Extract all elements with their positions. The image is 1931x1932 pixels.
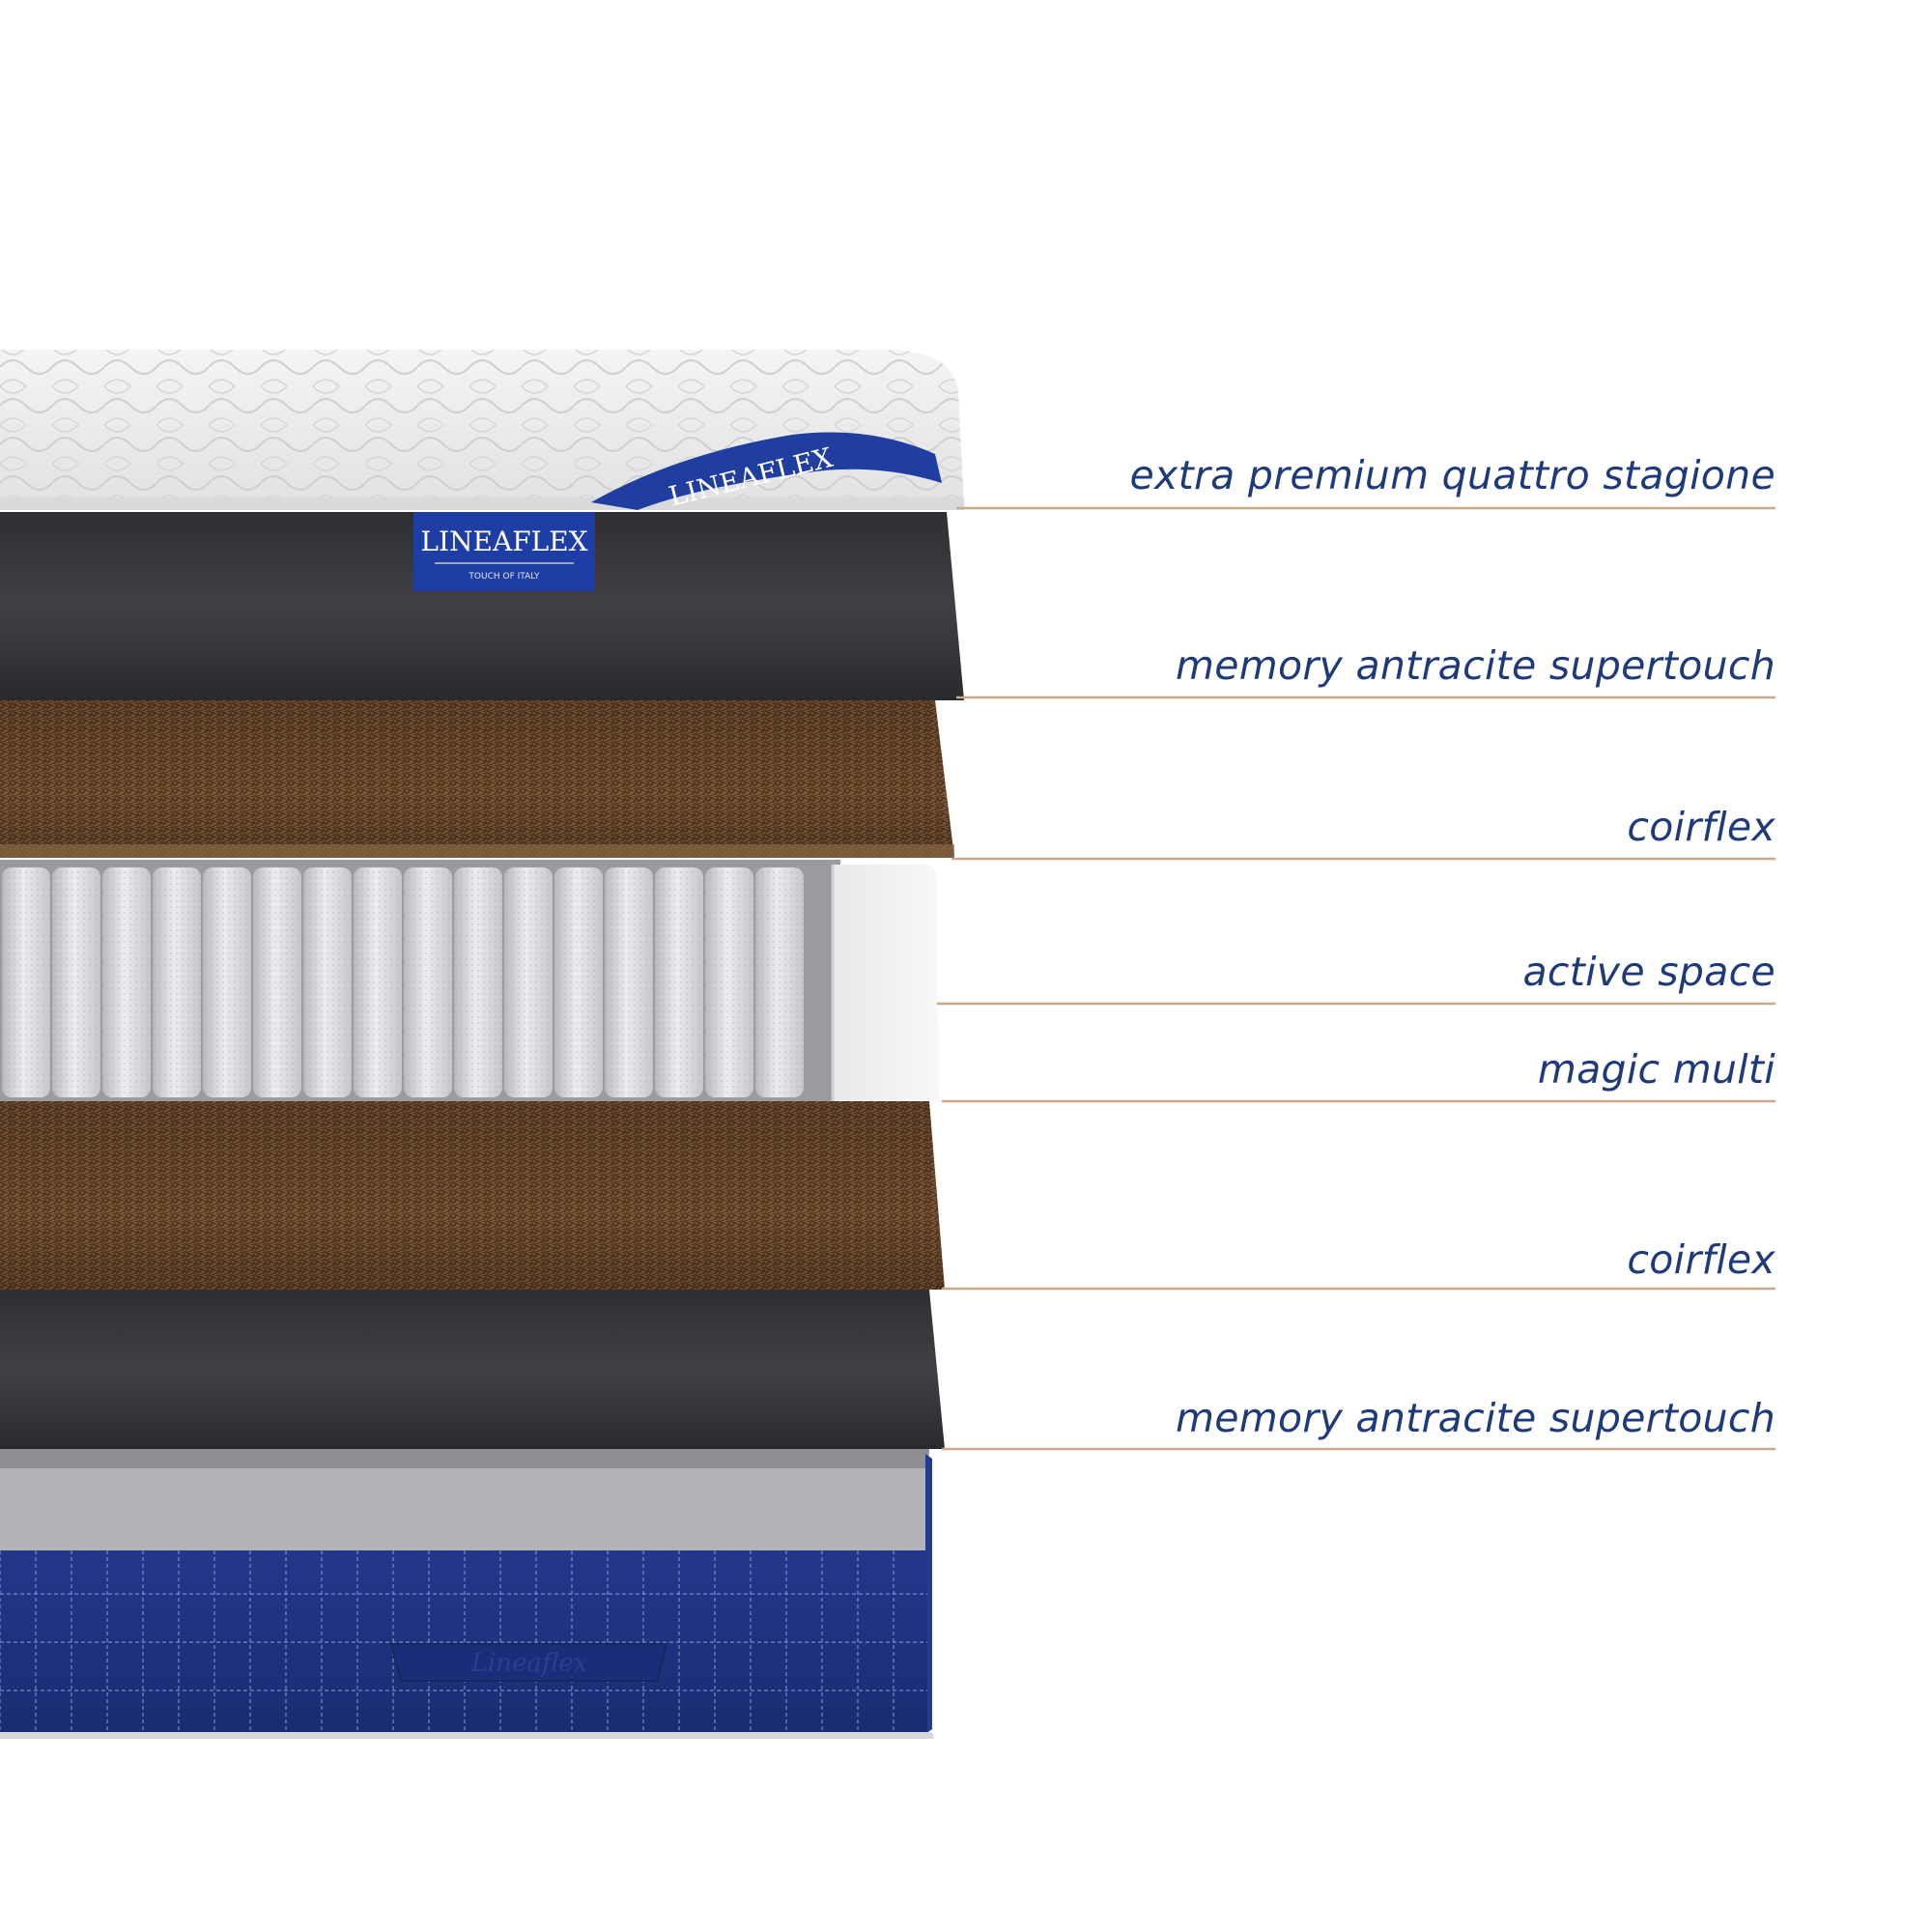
layer-label-coir-bottom: coirflex <box>1627 1236 1775 1283</box>
spring-pocket-texture <box>2 867 50 1097</box>
spring-pocket-texture <box>52 867 100 1097</box>
layer-label-springs: active space <box>1522 949 1775 995</box>
spring-pocket-texture <box>454 867 502 1097</box>
brand-tag-icon: LINEAFLEX TOUCH OF ITALY <box>413 512 595 591</box>
embroidered-logo-icon: Lineaflex <box>389 1643 668 1682</box>
spring-pocket-texture <box>303 867 352 1097</box>
cover-layer: LINEAFLEX <box>0 350 964 513</box>
layer-label-cover: extra premium quattro stagione <box>1129 452 1775 498</box>
tag-tagline-text: TOUCH OF ITALY <box>468 572 540 582</box>
spring-pocket-texture <box>605 867 653 1097</box>
embroidered-brand-text: Lineaflex <box>470 1649 588 1678</box>
spring-pocket-texture <box>504 867 553 1097</box>
spring-pocket-texture <box>203 867 251 1097</box>
spring-pocket-texture <box>102 867 151 1097</box>
spring-pocket-texture <box>404 867 452 1097</box>
layer-label-coir-top: coirflex <box>1627 804 1775 850</box>
spring-pocket-texture <box>354 867 402 1097</box>
coir-top-layer <box>0 700 954 858</box>
spring-pocket-texture <box>153 867 201 1097</box>
spring-pocket-texture <box>755 867 804 1097</box>
springs-layer <box>0 860 840 1101</box>
leader-lines <box>937 506 1775 1451</box>
coir-bottom-layer <box>0 1101 945 1290</box>
layer-label-memory-bottom: memory antracite supertouch <box>1176 1395 1775 1441</box>
base-layer: Lineaflex <box>0 1449 934 1739</box>
memory-top-layer: LINEAFLEX TOUCH OF ITALY <box>0 512 964 700</box>
spring-pocket-texture <box>554 867 603 1097</box>
spring-pocket-texture <box>705 867 753 1097</box>
foam-frame-layer <box>831 865 939 1101</box>
layer-label-memory-top: memory antracite supertouch <box>1176 642 1775 689</box>
spring-pocket-texture <box>253 867 301 1097</box>
memory-bottom-layer <box>0 1290 945 1449</box>
layer-label-foam: magic multi <box>1537 1046 1775 1093</box>
spring-pocket-texture <box>655 867 703 1097</box>
tag-brand-text: LINEAFLEX <box>420 526 587 557</box>
